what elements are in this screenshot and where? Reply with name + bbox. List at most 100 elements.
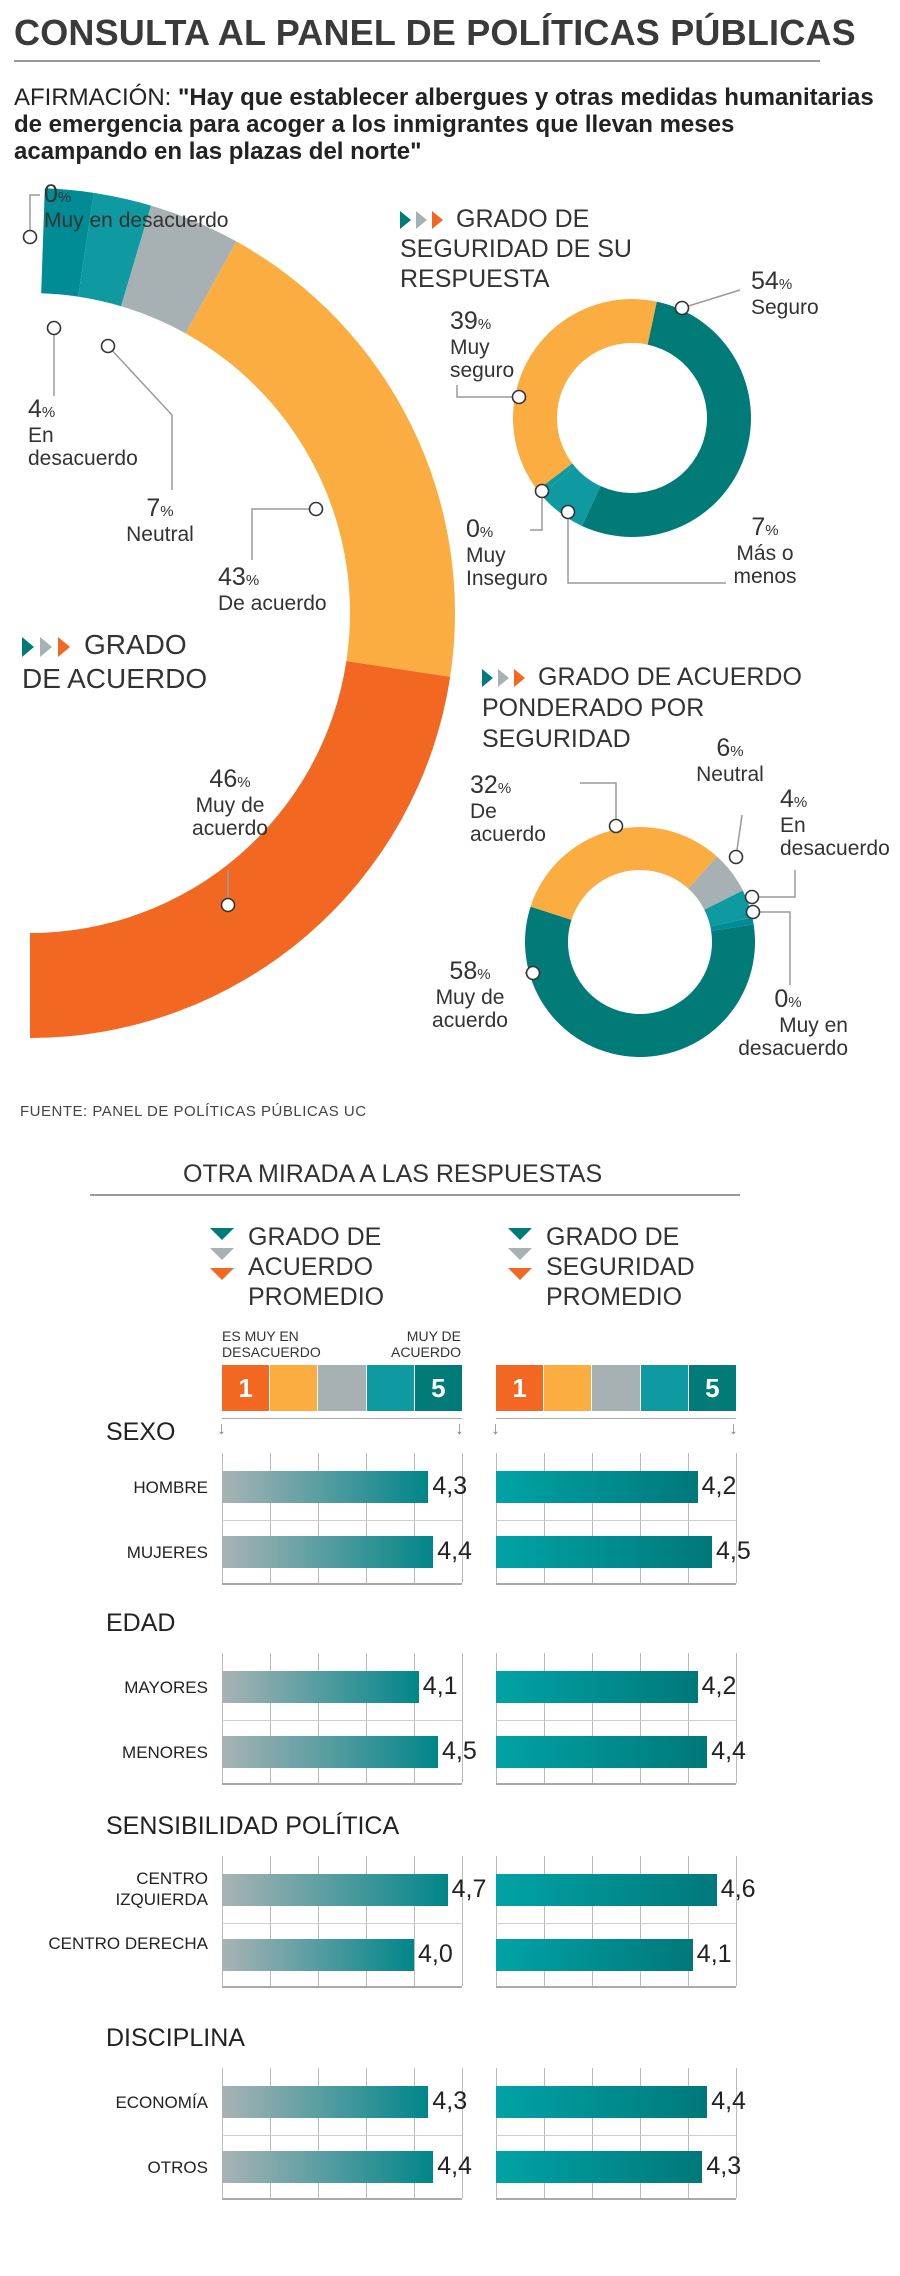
grid-line — [544, 2068, 545, 2198]
heading-text: GRADO DE SEGURIDAD DE SU RESPUESTA — [400, 205, 632, 293]
row-label: MAYORES — [124, 1678, 208, 1697]
grid-midline — [222, 2135, 462, 2136]
security-donut-slice-3 — [513, 298, 657, 491]
big-label-desacuerdo: 4%En desacuerdo — [28, 395, 158, 471]
big-label-de-acuerdo: 43%De acuerdo — [218, 563, 327, 616]
grid-line — [462, 2068, 463, 2198]
grid-line — [544, 1453, 545, 1583]
bar-value-acuerdo: 4,4 — [437, 1537, 472, 1565]
statement-label: AFIRMACIÓN: — [14, 84, 172, 111]
sec-label-mas-o-menos: 7%Más o menos — [733, 513, 797, 589]
pond-label-muy-desacuerdo: 0%Muy en desacuerdo — [738, 985, 848, 1061]
grid-baseline — [496, 1986, 736, 1988]
pond-slice-0-marker — [728, 849, 744, 865]
big-donut-slice-2 — [121, 205, 237, 334]
grid-baseline — [222, 1783, 462, 1785]
grid-line — [366, 1856, 367, 1986]
bar-acuerdo — [222, 2151, 434, 2183]
pond-slice-1-leader — [752, 870, 796, 898]
sec-label-muy-inseguro: 0%Muy Inseguro — [466, 515, 548, 591]
big-value-2: 7 — [146, 494, 161, 522]
grid-baseline — [496, 2198, 736, 2200]
grid-line — [496, 1453, 497, 1583]
grid-line — [414, 2068, 415, 2198]
page-title: CONSULTA AL PANEL DE POLÍTICAS PÚBLICAS — [14, 12, 856, 53]
grid-line — [640, 1856, 641, 1986]
grid-line — [414, 1653, 415, 1783]
bar-value-seguridad: 4,3 — [706, 2152, 742, 2180]
bar-value-seguridad: 4,5 — [716, 1537, 751, 1565]
grid-line — [736, 2068, 737, 2198]
grid-line — [688, 1453, 689, 1583]
scale-box: 1 — [222, 1365, 271, 1411]
big-value-3: 43 — [218, 563, 246, 591]
bar-acuerdo — [222, 1874, 448, 1906]
scale-box — [270, 1365, 319, 1411]
triple-arrow-icon — [400, 211, 443, 230]
grid-line — [592, 1856, 593, 1986]
grid-line — [688, 1653, 689, 1783]
weighted-donut-slice-0 — [688, 856, 743, 910]
grid-line — [544, 1856, 545, 1986]
grid-midline — [222, 1520, 462, 1521]
big-value-1: 4 — [28, 395, 42, 423]
legend-acuerdo-text: GRADO DE ACUERDO PROMEDIO — [248, 1223, 385, 1311]
security-donut-slice-1 — [541, 466, 601, 526]
grid-line — [592, 2068, 593, 2198]
grid-line — [222, 2068, 223, 2198]
grid-line — [222, 1856, 223, 1986]
donut-charts — [22, 188, 796, 1058]
scale-tick-line — [222, 1418, 462, 1419]
grid-line — [640, 2068, 641, 2198]
bar-seguridad — [496, 2151, 703, 2183]
grid-line — [222, 1453, 223, 1583]
big-slice-2-leader — [107, 345, 173, 490]
bar-seguridad — [496, 1671, 698, 1703]
grid-line — [414, 1453, 415, 1583]
row-label: OTROS — [147, 2158, 208, 2177]
bar-value-seguridad: 4,2 — [701, 1672, 737, 1700]
weighted-donut-slice-4 — [530, 827, 717, 920]
down-arrow-icon: ↓ — [455, 1418, 464, 1438]
grid-line — [592, 1453, 593, 1583]
grid-midline — [222, 1923, 462, 1924]
grid-line — [688, 1856, 689, 1986]
grid-line — [270, 1856, 271, 1986]
bar-value-acuerdo: 4,0 — [418, 1940, 453, 1968]
group-title: EDAD — [106, 1609, 176, 1637]
big-slice-4-marker — [220, 897, 236, 913]
bar-seguridad — [496, 1471, 698, 1503]
big-slice-label-1: En desacuerdo — [28, 424, 138, 470]
bar-value-seguridad: 4,1 — [696, 1940, 732, 1968]
sec-label-seguro: 54%Seguro — [751, 267, 819, 320]
group-title: DISCIPLINA — [106, 2024, 245, 2052]
heading-ponderado: GRADO DE ACUERDO PONDERADO POR SEGURIDAD — [482, 662, 832, 755]
bar-seguridad — [496, 1874, 717, 1906]
heading-grado-acuerdo: GRADO DE ACUERDO — [22, 628, 222, 696]
bar-value-acuerdo: 4,1 — [422, 1672, 458, 1700]
grid-line — [688, 2068, 689, 2198]
grid-line — [736, 1653, 737, 1783]
grid-line — [496, 2068, 497, 2198]
statement: AFIRMACIÓN: "Hay que establecer albergue… — [14, 84, 874, 165]
grid-midline — [222, 1720, 462, 1721]
big-donut-slice-1 — [78, 192, 151, 307]
grid-midline — [496, 1720, 736, 1721]
row-label: CENTRO DERECHA — [48, 1934, 208, 1953]
sec-slice-2-leader — [530, 491, 543, 531]
big-slice-0-leader — [29, 194, 40, 235]
pond-slice-2-leader — [753, 911, 791, 985]
big-slice-label-3: De acuerdo — [218, 592, 327, 615]
weighted-donut-slice-3 — [524, 906, 755, 1058]
pond-slice-4-marker — [608, 818, 624, 834]
sec-slice-0-marker — [674, 300, 690, 316]
grid-line — [640, 1653, 641, 1783]
down-arrow-icon: ↓ — [217, 1418, 226, 1438]
bar-value-acuerdo: 4,4 — [437, 2152, 472, 2180]
group-title: SEXO — [106, 1418, 176, 1446]
big-slice-1-marker — [46, 320, 62, 336]
big-value-0: 0 — [44, 180, 58, 208]
grid-baseline — [496, 1583, 736, 1585]
row-label: ECONOMÍA — [115, 2093, 208, 2112]
pond-slice-4-leader — [580, 782, 617, 826]
